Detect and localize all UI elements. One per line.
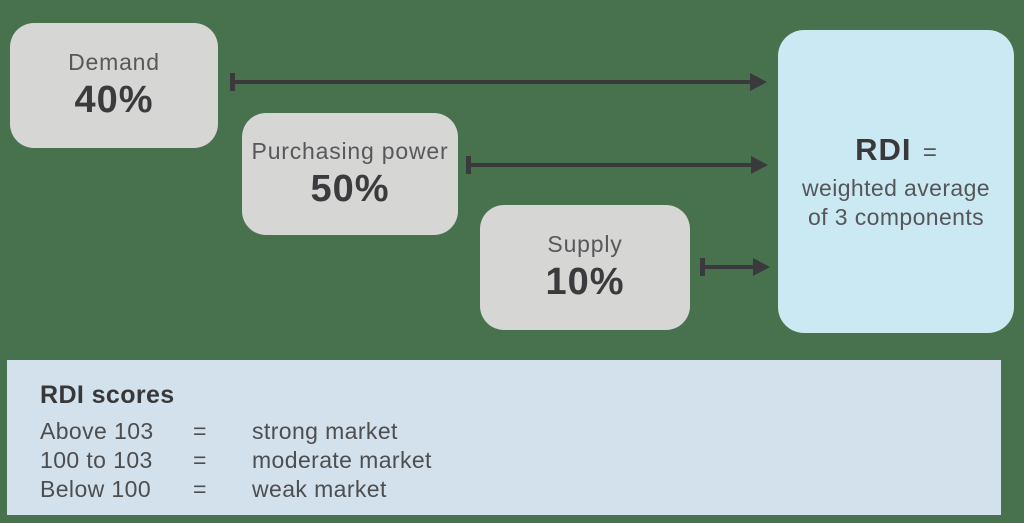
arrow-demand-to-rdi <box>230 73 767 91</box>
legend-range: Above 103 <box>40 418 154 444</box>
rdi-title-line: RDI = <box>855 132 937 168</box>
component-weight: 10% <box>545 261 625 303</box>
rdi-equals-sign: = <box>922 138 937 166</box>
component-name: Demand <box>68 49 160 75</box>
rdi-scores-legend: RDI scores Above 103 = strong market 100… <box>7 360 1001 515</box>
legend-equals: = <box>193 447 207 473</box>
rdi-description-line2: of 3 components <box>807 203 985 230</box>
component-name: Supply <box>547 231 623 257</box>
component-box-purchasing-power: Purchasing power 50% <box>242 113 458 235</box>
arrow-head-icon <box>753 258 770 276</box>
legend-equals: = <box>193 418 207 444</box>
arrow-purchasing-power-to-rdi <box>466 156 768 174</box>
legend-equals: = <box>193 476 207 502</box>
component-weight: 40% <box>74 79 154 121</box>
arrow-head-icon <box>751 156 768 174</box>
rdi-description-line1: weighted average <box>802 174 990 201</box>
legend-range: 100 to 103 <box>40 447 153 473</box>
legend-row-weak: Below 100 = weak market <box>40 475 1001 504</box>
component-box-supply: Supply 10% <box>480 205 690 330</box>
component-name: Purchasing power <box>251 137 449 164</box>
legend-meaning: strong market <box>252 418 398 444</box>
arrow-head-icon <box>750 73 767 91</box>
rdi-result-box: RDI = weighted average of 3 components <box>778 30 1014 333</box>
legend-meaning: weak market <box>252 476 387 502</box>
arrow-shaft <box>468 163 756 167</box>
component-box-demand: Demand 40% <box>10 23 218 148</box>
arrow-supply-to-rdi <box>700 258 770 276</box>
legend-row-moderate: 100 to 103 = moderate market <box>40 446 1001 475</box>
arrow-shaft <box>702 265 758 269</box>
legend-title: RDI scores <box>40 381 175 409</box>
legend-row-strong: Above 103 = strong market <box>40 417 1001 446</box>
arrow-shaft <box>232 80 755 84</box>
legend-meaning: moderate market <box>252 447 432 473</box>
component-weight: 50% <box>310 167 390 210</box>
rdi-title: RDI <box>855 131 912 167</box>
legend-range: Below 100 <box>40 476 152 502</box>
